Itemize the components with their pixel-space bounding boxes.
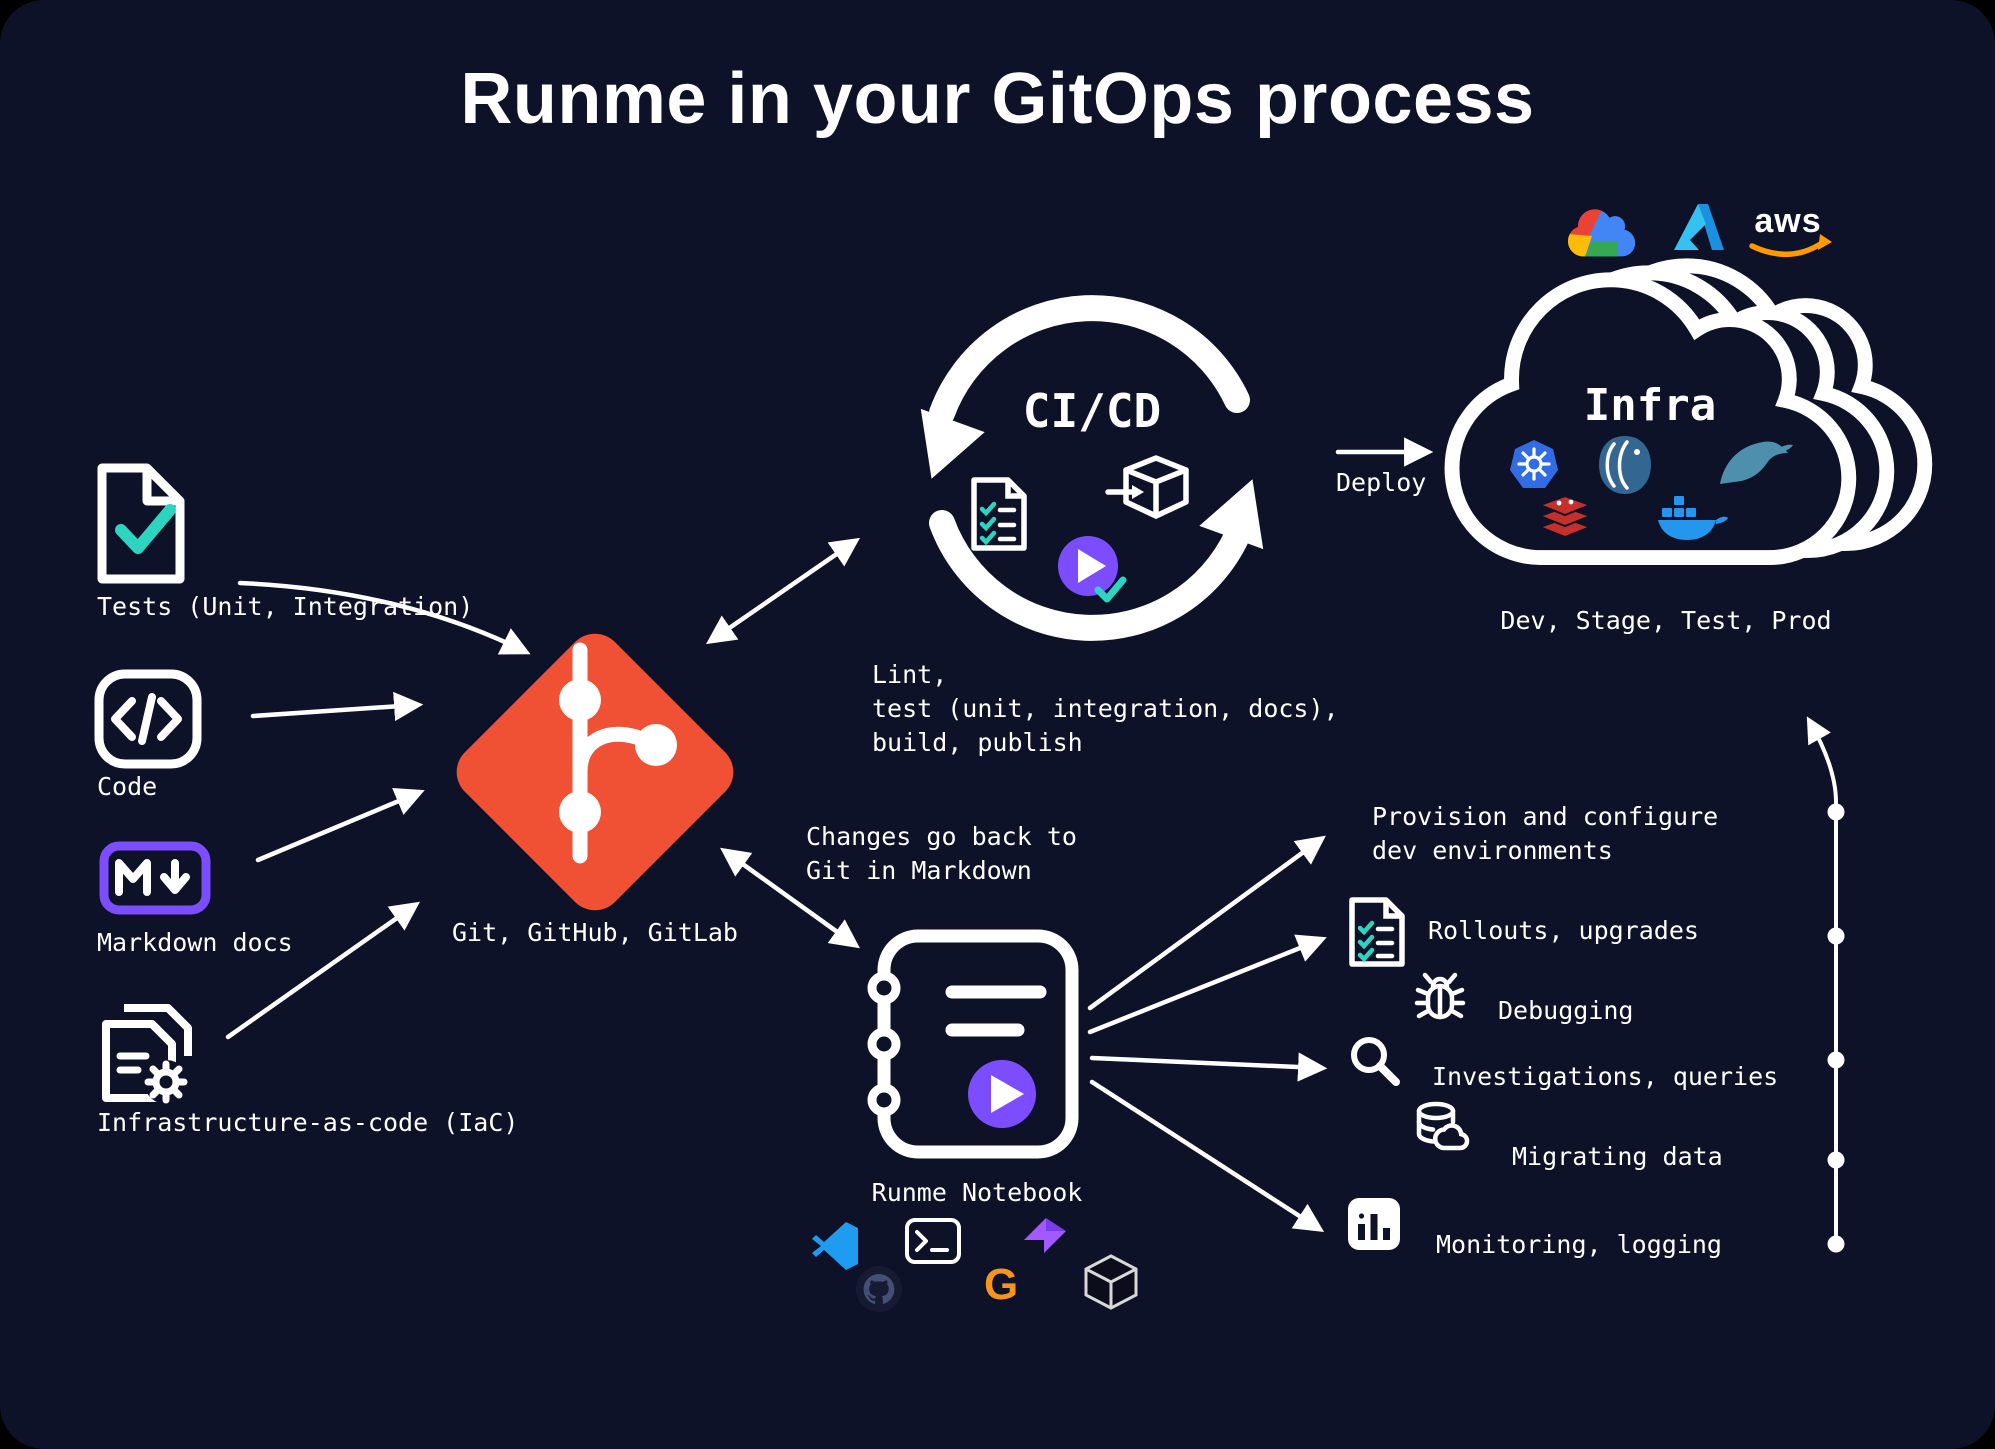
notebook-caption: Runme Notebook [871, 1178, 1083, 1207]
arrow-git-notebook [720, 847, 860, 949]
azure-icon [1674, 204, 1724, 250]
cicd-title: CI/CD [1022, 384, 1162, 438]
label-iac: Infrastructure-as-code (IaC) [97, 1108, 519, 1137]
deploy-label: Deploy [1336, 468, 1427, 497]
op-monitoring: Monitoring, logging [1436, 1230, 1722, 1259]
docker-icon [1658, 496, 1728, 540]
label-code: Code [97, 772, 158, 801]
arrow-notebook-monitoring [1089, 1079, 1325, 1232]
redis-icon [1537, 494, 1593, 539]
cicd-tasks: Lint, test (unit, integration, docs), bu… [872, 660, 1339, 757]
google-cloud-icon [1568, 209, 1636, 257]
op-investigations: Investigations, queries [1432, 1062, 1779, 1091]
op-rollouts: Rollouts, upgrades [1428, 916, 1699, 945]
run-play-icon [1058, 536, 1127, 603]
feedback-track [1806, 716, 1845, 1253]
vscode-icon [812, 1222, 858, 1270]
op-migrating: Migrating data [1512, 1142, 1723, 1171]
bug-icon [1414, 972, 1466, 1020]
orange-g-icon: G [984, 1260, 1019, 1309]
iac-icon [102, 1004, 192, 1104]
arrow-notebook-provision [1087, 835, 1326, 1011]
aws-logo-text: aws [1754, 202, 1822, 240]
page-title: Runme in your GitOps process [460, 59, 1535, 139]
postgresql-icon [1599, 436, 1651, 494]
database-migrate-icon [1416, 1101, 1470, 1151]
runme-notebook-icon [867, 929, 1079, 1159]
arrow-notebook-investigations [1089, 1052, 1328, 1082]
github-icon [856, 1266, 902, 1312]
arrow-code-to-git [250, 691, 424, 722]
cicd-loop-icon [920, 295, 1264, 641]
op-debugging: Debugging [1498, 996, 1634, 1025]
arrow-markdown-to-git [255, 787, 425, 863]
search-icon [1351, 1037, 1400, 1086]
cube-icon [1084, 1254, 1138, 1310]
git-caption: Git, GitHub, GitLab [452, 918, 738, 947]
infra-title: Infra [1583, 380, 1717, 431]
op-provision: Provision and configure dev environments [1372, 802, 1719, 865]
label-markdown: Markdown docs [97, 928, 293, 957]
git-logo-icon [456, 633, 734, 911]
infra-caption: Dev, Stage, Test, Prod [1500, 606, 1832, 635]
infra-cloud-stack-icon [1444, 258, 1933, 566]
arrow-tests-to-git [237, 580, 531, 655]
mysql-icon [1720, 441, 1793, 484]
label-tests: Tests (Unit, Integration) [97, 592, 474, 621]
lint-checklist-icon [971, 477, 1027, 551]
markdown-icon [99, 841, 211, 915]
publish-package-icon [1105, 455, 1189, 519]
back-note: Changes go back to Git in Markdown [806, 822, 1077, 885]
terminal-icon [905, 1218, 961, 1264]
arrow-git-cicd [705, 537, 861, 645]
bar-chart-icon [1348, 1198, 1400, 1250]
arrow-iac-to-git [225, 901, 420, 1040]
arrow-notebook-rollouts [1087, 934, 1327, 1035]
aws-smile-icon [1749, 234, 1832, 258]
code-icon [94, 669, 202, 769]
checklist-icon [1349, 897, 1405, 967]
kubernetes-icon [1510, 440, 1558, 488]
tests-icon [97, 463, 185, 584]
purple-logo-icon [1024, 1218, 1066, 1253]
